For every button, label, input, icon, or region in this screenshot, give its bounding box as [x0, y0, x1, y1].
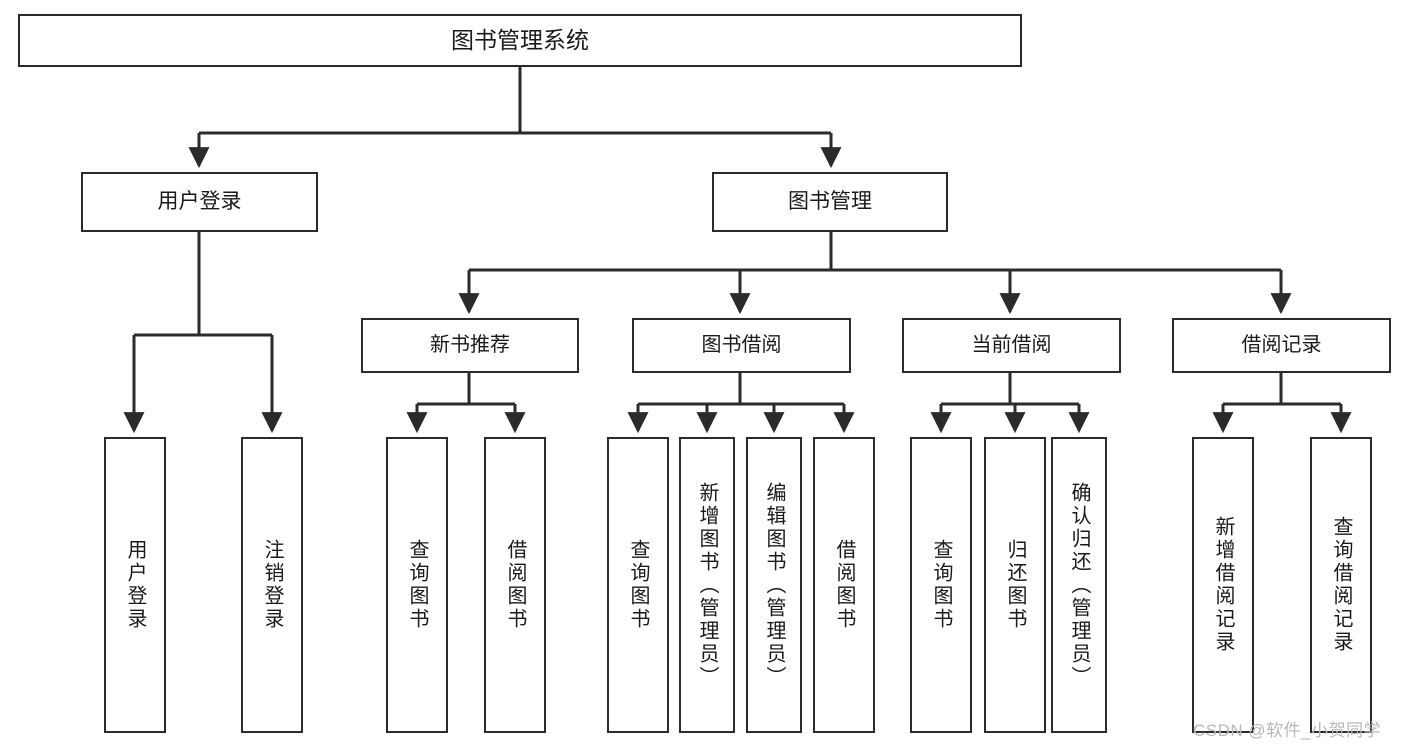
node-new-book-rec[interactable]: 新书推荐 [361, 318, 579, 373]
node-book-borrow-label: 图书借阅 [701, 333, 782, 356]
csdn-watermark: CSDN @软件_小贺同学 [1193, 721, 1382, 740]
leaf-add-record[interactable]: 新增借阅记录 [1192, 437, 1254, 733]
node-current-borrow-label: 当前借阅 [971, 333, 1052, 356]
leaf-edit-book-label: 编辑图书（管理员） [763, 481, 785, 689]
leaf-borrow-book-2[interactable]: 借阅图书 [813, 437, 875, 733]
leaf-add-book[interactable]: 新增图书（管理员） [679, 437, 735, 733]
leaf-query-record[interactable]: 查询借阅记录 [1310, 437, 1372, 733]
node-borrow-record[interactable]: 借阅记录 [1172, 318, 1391, 373]
leaf-return-book[interactable]: 归还图书 [984, 437, 1046, 733]
leaf-borrow-book-1-label: 借阅图书 [504, 539, 526, 631]
leaf-user-logout-label: 注销登录 [261, 539, 283, 631]
leaf-confirm-return-label: 确认归还（管理员） [1068, 481, 1090, 689]
node-book-borrow[interactable]: 图书借阅 [632, 318, 851, 373]
node-current-borrow[interactable]: 当前借阅 [902, 318, 1121, 373]
leaf-edit-book[interactable]: 编辑图书（管理员） [746, 437, 802, 733]
leaf-user-login-label: 用户登录 [124, 539, 146, 631]
node-borrow-record-label: 借阅记录 [1241, 333, 1322, 356]
leaf-user-logout[interactable]: 注销登录 [241, 437, 303, 733]
node-new-book-rec-label: 新书推荐 [430, 333, 510, 356]
leaf-query-book-3-label: 查询图书 [930, 539, 952, 631]
node-book-manage[interactable]: 图书管理 [712, 172, 948, 232]
leaf-return-book-label: 归还图书 [1004, 539, 1026, 631]
leaf-query-book-1[interactable]: 查询图书 [386, 437, 448, 733]
node-user-login[interactable]: 用户登录 [81, 172, 318, 232]
leaf-query-record-label: 查询借阅记录 [1330, 516, 1352, 654]
leaf-confirm-return[interactable]: 确认归还（管理员） [1051, 437, 1107, 733]
leaf-query-book-3[interactable]: 查询图书 [910, 437, 972, 733]
leaf-borrow-book-1[interactable]: 借阅图书 [484, 437, 546, 733]
leaf-query-book-1-label: 查询图书 [406, 539, 428, 631]
node-book-manage-label: 图书管理 [788, 189, 872, 213]
leaf-user-login[interactable]: 用户登录 [104, 437, 166, 733]
leaf-add-book-label: 新增图书（管理员） [696, 481, 718, 689]
node-root-label: 图书管理系统 [451, 26, 589, 53]
leaf-borrow-book-2-label: 借阅图书 [833, 539, 855, 631]
leaf-add-record-label: 新增借阅记录 [1212, 516, 1234, 654]
leaf-query-book-2[interactable]: 查询图书 [607, 437, 669, 733]
leaf-query-book-2-label: 查询图书 [627, 539, 649, 631]
node-root[interactable]: 图书管理系统 [18, 14, 1022, 67]
node-user-login-label: 用户登录 [157, 189, 242, 213]
